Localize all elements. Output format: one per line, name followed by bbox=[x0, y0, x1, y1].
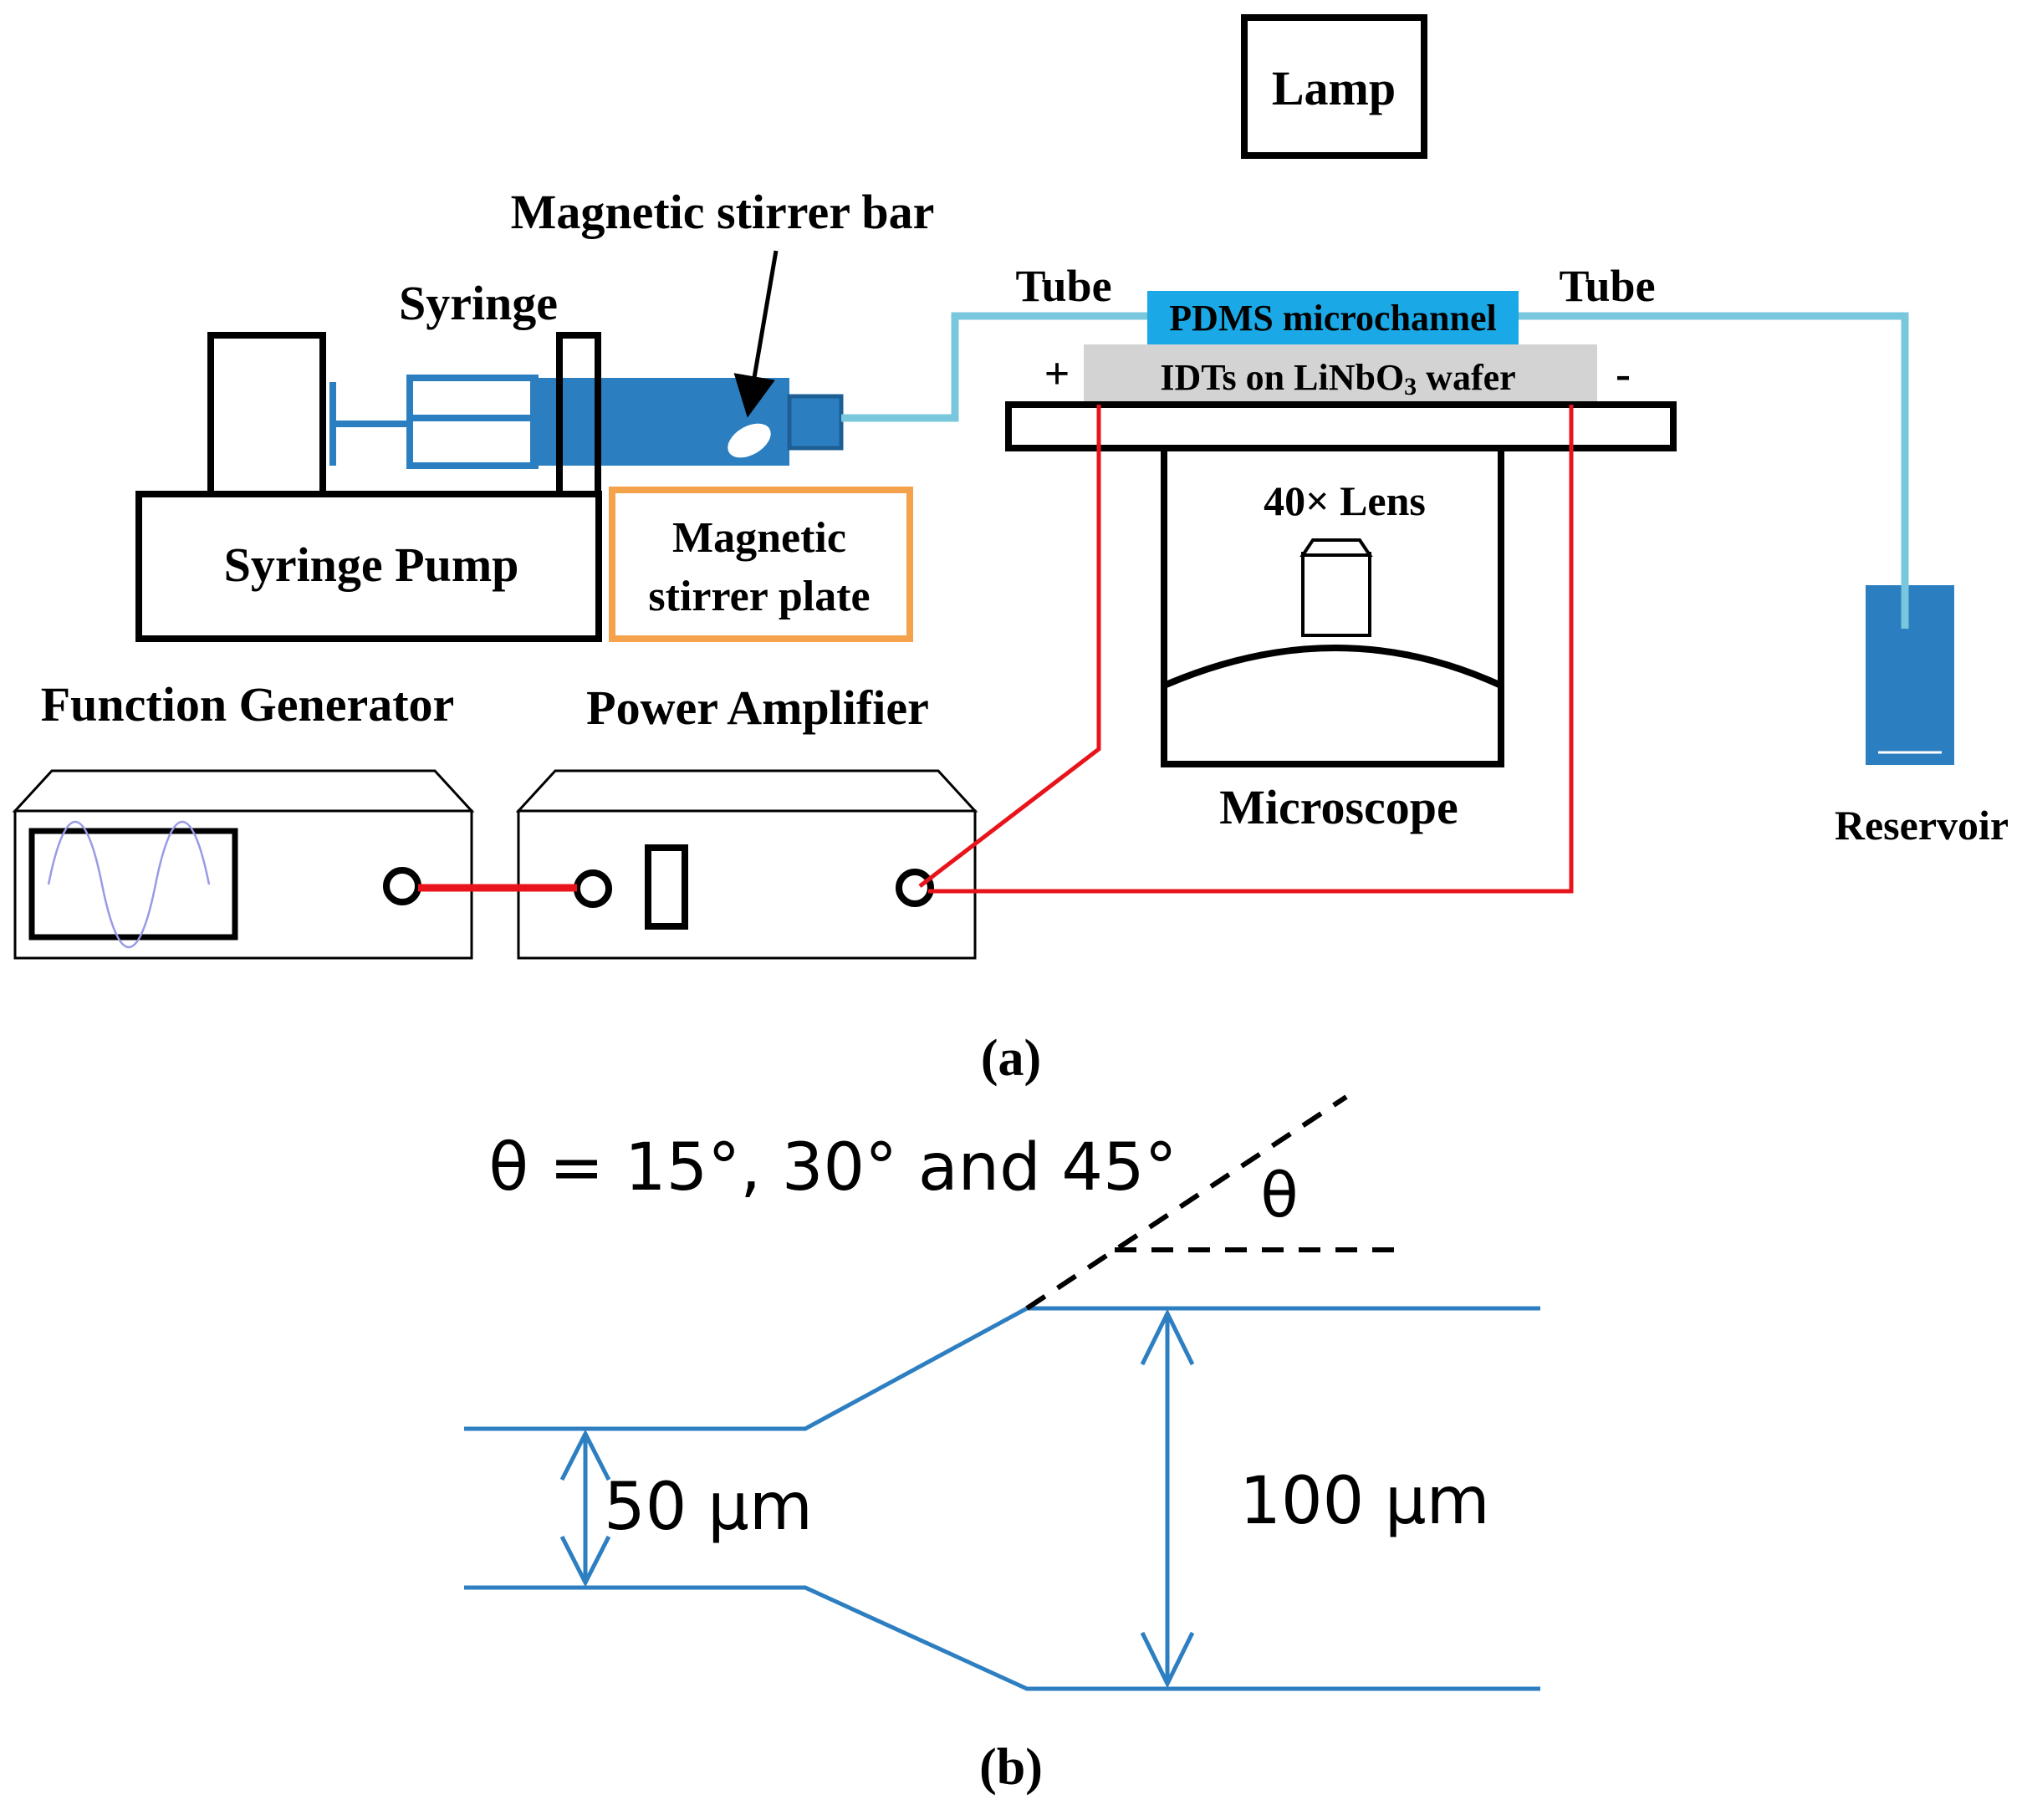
tube-label-right: Tube bbox=[1559, 261, 1655, 311]
angle-values-label: θ = 15°, 30° and 45° bbox=[488, 1130, 1177, 1206]
microscope-stage bbox=[1005, 401, 1677, 451]
channel-bottom-wall bbox=[464, 1585, 1540, 1691]
objective-lens-tip bbox=[1299, 538, 1373, 557]
power-amplifier-switch bbox=[645, 844, 688, 930]
panel-a-caption: (a) bbox=[981, 1030, 1041, 1087]
function-generator: Function Generator bbox=[12, 677, 475, 960]
narrow-width-dimension: 50 μm bbox=[559, 1429, 813, 1588]
negative-lead-wire bbox=[928, 405, 1574, 894]
function-generator-label: Function Generator bbox=[41, 677, 455, 732]
idt-wafer-label: IDTs on LiNbO3 wafer bbox=[1160, 357, 1515, 400]
narrow-width-label: 50 μm bbox=[604, 1470, 813, 1545]
chip: PDMS microchannel IDTs on LiNbO3 wafer +… bbox=[1044, 291, 1631, 401]
wide-width-arrowhead-bottom bbox=[1140, 1631, 1195, 1689]
narrow-width-arrowhead-bottom bbox=[559, 1535, 611, 1588]
lamp-box bbox=[1241, 14, 1427, 159]
minus-terminal-label: - bbox=[1616, 349, 1631, 399]
wide-width-label: 100 μm bbox=[1239, 1464, 1489, 1539]
wiring bbox=[418, 405, 1574, 894]
outlet-tube bbox=[1518, 312, 1909, 627]
plus-terminal-label: + bbox=[1044, 349, 1070, 399]
magnetic-stirrer-plate: Magnetic stirrer plate bbox=[609, 487, 913, 642]
inlet-tube bbox=[841, 312, 1154, 422]
pump-base bbox=[135, 491, 602, 642]
function-generator-top bbox=[12, 769, 475, 813]
panel-a: Lamp Syringe Pump Syringe Magnetic stirr… bbox=[12, 14, 2009, 1087]
magnetic-stirrer-bar bbox=[728, 423, 771, 458]
power-amplifier-label: Power Amplifier bbox=[586, 681, 929, 735]
power-amplifier-output-jack bbox=[896, 869, 934, 907]
microscope: 40× Lens Microscope bbox=[1005, 401, 1677, 834]
narrow-width-arrowhead-top bbox=[559, 1429, 611, 1481]
reservoir-label: Reservoir bbox=[1835, 802, 2009, 849]
stirrer-plate-label-line1: Magnetic bbox=[672, 514, 846, 562]
lamp: Lamp bbox=[1241, 14, 1427, 159]
microscope-label: Microscope bbox=[1219, 780, 1458, 834]
pdms-microchannel bbox=[1147, 291, 1519, 344]
panel-b: θ θ = 15°, 30° and 45° 50 μm 100 μm (b) bbox=[464, 1094, 1540, 1796]
tubing: Tube Tube bbox=[841, 261, 1909, 627]
syringe-nozzle bbox=[787, 394, 844, 451]
syringe-pump: Syringe Pump bbox=[135, 332, 602, 642]
power-amplifier: Power Amplifier bbox=[515, 681, 978, 960]
reservoir-container bbox=[1866, 585, 1954, 765]
stirrer-plate-label-line2: stirrer plate bbox=[648, 573, 870, 620]
reservoir-liquid bbox=[1868, 585, 1952, 762]
plunger-head bbox=[406, 375, 539, 469]
syringe-clamp bbox=[556, 332, 601, 497]
power-amplifier-input-jack bbox=[574, 869, 612, 908]
sine-wave-icon bbox=[47, 820, 211, 949]
function-generator-output-jack bbox=[383, 867, 421, 905]
wide-width-arrowhead-top bbox=[1140, 1308, 1195, 1366]
microscope-body bbox=[1161, 445, 1504, 767]
wide-width-dimension: 100 μm bbox=[1140, 1308, 1490, 1689]
syringe-pump-label: Syringe Pump bbox=[224, 538, 519, 592]
lamp-label: Lamp bbox=[1272, 61, 1396, 115]
expansion-angle-extension-line bbox=[1025, 1094, 1348, 1311]
panel-b-caption: (b) bbox=[979, 1739, 1043, 1796]
positive-lead-wire bbox=[918, 405, 1101, 888]
tube-label-left: Tube bbox=[1015, 261, 1111, 311]
idt-wafer bbox=[1084, 344, 1597, 401]
theta-label: θ bbox=[1260, 1160, 1298, 1231]
function-generator-display bbox=[28, 828, 238, 941]
microscope-arm-curve bbox=[1162, 645, 1503, 689]
objective-lens-body bbox=[1301, 552, 1371, 637]
stirrer-bar-callout: Magnetic stirrer bar bbox=[511, 185, 935, 418]
pump-pusher-block bbox=[207, 332, 326, 497]
channel-top-wall bbox=[464, 1306, 1540, 1431]
syringe-label: Syringe bbox=[399, 276, 558, 330]
lens-label: 40× Lens bbox=[1264, 477, 1426, 524]
magnetic-stirrer-bar-label: Magnetic stirrer bar bbox=[511, 185, 935, 239]
reservoir: Reservoir bbox=[1835, 585, 2009, 849]
stirrer-bar-arrow bbox=[733, 250, 779, 418]
stirrer-plate-box bbox=[609, 487, 913, 642]
pdms-microchannel-label: PDMS microchannel bbox=[1169, 298, 1497, 339]
power-amplifier-top bbox=[515, 769, 978, 813]
